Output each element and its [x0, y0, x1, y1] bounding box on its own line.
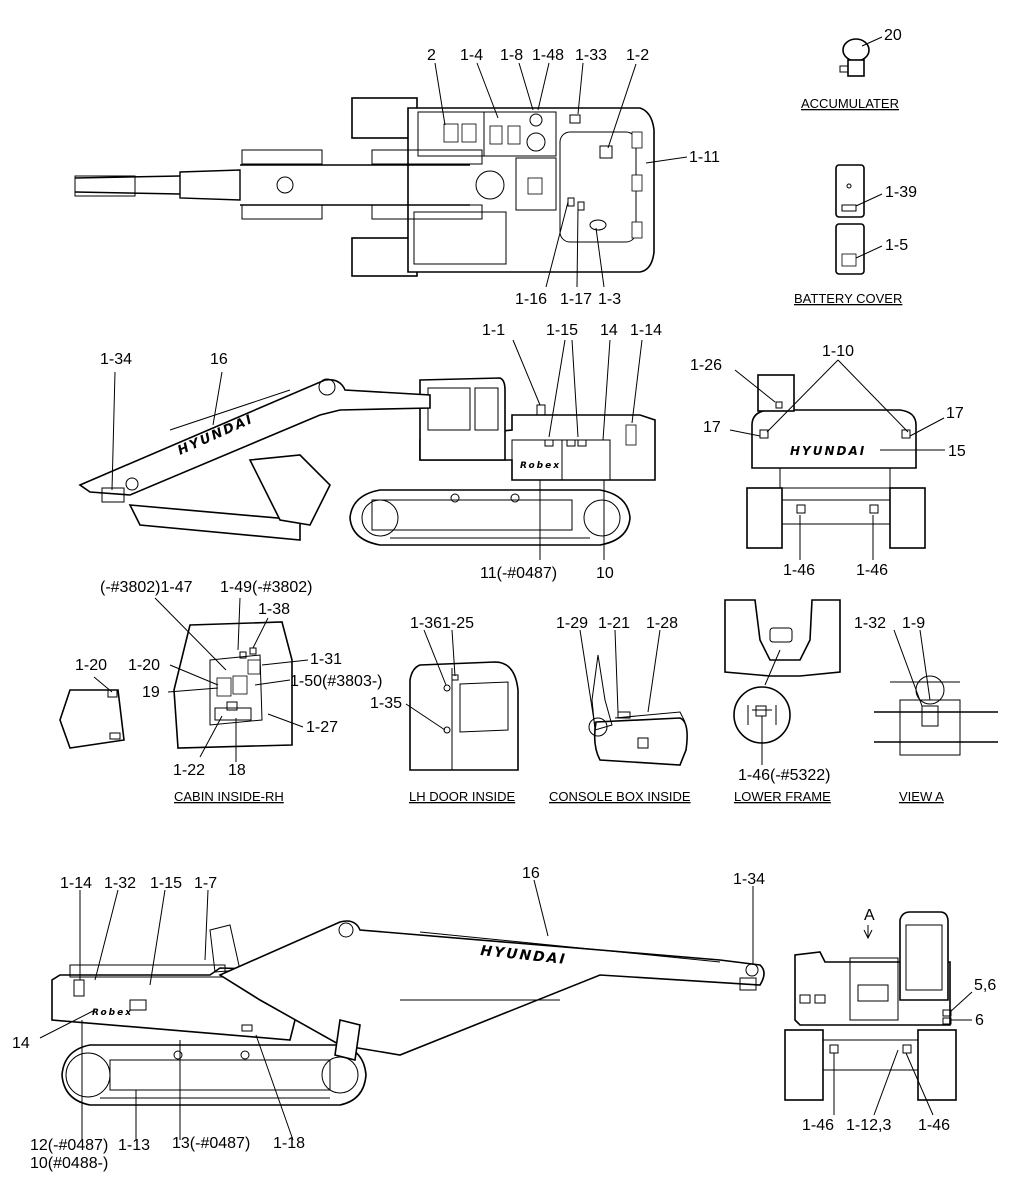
lower-label-1-46: 1-46(-#5322) [738, 767, 831, 784]
side-label-1-1: 1-1 [482, 322, 505, 339]
cabin-label-1-22: 1-22 [173, 762, 205, 779]
rear-label-17-left: 17 [703, 419, 721, 436]
battery-cover-drawing [835, 164, 883, 275]
side-model-decal: Robex [520, 461, 561, 471]
lh-door-drawing [405, 629, 519, 771]
top-label-6: 1-2 [626, 47, 649, 64]
bottom-label-1-13: 1-13 [118, 1137, 150, 1154]
caption-accumulater: ACCUMULATER [801, 96, 899, 111]
console-label-1-28: 1-28 [646, 615, 678, 632]
cabin-label-1-27: 1-27 [306, 719, 338, 736]
bottom-label-13: 13(-#0487) [172, 1135, 250, 1152]
console-box-drawing [579, 629, 688, 766]
caption-lh-door: LH DOOR INSIDE [409, 789, 516, 804]
bottom-label-16: 16 [522, 865, 540, 882]
side-label-16: 16 [210, 351, 228, 368]
side-label-11: 11(-#0487) [480, 565, 557, 582]
view-a-drawing [874, 629, 998, 756]
bottom-label-1-7: 1-7 [194, 875, 217, 892]
rear-brand: HYUNDAI [790, 444, 866, 458]
view-label-1-32: 1-32 [854, 615, 886, 632]
rear-label-17-right: 17 [946, 405, 964, 422]
front-label-1-12-3: 1-12,3 [846, 1117, 891, 1134]
caption-cabin-inside: CABIN INSIDE-RH [174, 789, 284, 804]
front-label-1-46-right: 1-46 [918, 1117, 950, 1134]
lower-frame-drawing [724, 599, 841, 765]
side-label-10: 10 [596, 565, 614, 582]
top-label-7: 1-11 [689, 149, 720, 166]
top-label-4: 1-48 [532, 47, 564, 64]
top-label-5: 1-33 [575, 47, 607, 64]
cabin-label-1-31: 1-31 [310, 651, 342, 668]
cabin-label-1-20: 1-20 [128, 657, 160, 674]
bottom-label-1-18: 1-18 [273, 1135, 305, 1152]
caption-console-box: CONSOLE BOX INSIDE [549, 789, 691, 804]
side-label-14: 14 [600, 322, 618, 339]
top-view-drawing [74, 62, 688, 288]
caption-battery-cover: BATTERY COVER [794, 291, 902, 306]
bottom-label-12: 12(-#0487) [30, 1137, 108, 1154]
rear-label-1-10: 1-10 [822, 343, 854, 360]
cabin-label-19: 19 [142, 684, 160, 701]
cabin-label-1-50: 1-50(#3803-) [290, 673, 383, 690]
view-label-1-9: 1-9 [902, 615, 925, 632]
cabin-label-1-47: (-#3802)1-47 [100, 579, 193, 596]
bottom-label-10: 10(#0488-) [30, 1155, 108, 1172]
top-label-2: 1-4 [460, 47, 483, 64]
rear-label-1-46-right: 1-46 [856, 562, 888, 579]
top-label-10: 1-3 [598, 291, 621, 308]
bottom-label-1-14: 1-14 [60, 875, 92, 892]
caption-view-a: VIEW A [899, 789, 944, 804]
top-label-3: 1-8 [500, 47, 523, 64]
accumulater-drawing [839, 36, 883, 77]
rear-view-drawing: HYUNDAI [729, 359, 945, 560]
front-label-6: 6 [975, 1012, 984, 1029]
bottom-label-1-15: 1-15 [150, 875, 182, 892]
front-label-1-46-left: 1-46 [802, 1117, 834, 1134]
caption-lower-frame: LOWER FRAME [734, 789, 831, 804]
rear-label-1-26: 1-26 [690, 357, 722, 374]
cabin-inside-drawing [59, 597, 309, 762]
console-label-1-21: 1-21 [598, 615, 630, 632]
front-label-a: A [864, 907, 875, 924]
door-label-1-25: 1-25 [442, 615, 474, 632]
front-view-drawing [784, 911, 973, 1116]
door-label-1-36: 1-36 [410, 615, 442, 632]
console-label-1-29: 1-29 [556, 615, 588, 632]
bottom-label-1-34: 1-34 [733, 871, 765, 888]
door-label-1-35: 1-35 [370, 695, 402, 712]
bottom-label-14: 14 [12, 1035, 30, 1052]
battery-label-1-5: 1-5 [885, 237, 908, 254]
rear-label-15: 15 [948, 443, 966, 460]
side-label-1-34: 1-34 [100, 351, 132, 368]
bottom-side-view-drawing: HYUNDAI Robex [39, 879, 765, 1141]
cabin-label-1-20-left: 1-20 [75, 657, 107, 674]
top-label-8: 1-16 [515, 291, 547, 308]
top-label-9: 1-17 [560, 291, 592, 308]
acc-label-20: 20 [884, 27, 902, 44]
bottom-label-1-32: 1-32 [104, 875, 136, 892]
cabin-label-18: 18 [228, 762, 246, 779]
rear-label-1-46-left: 1-46 [783, 562, 815, 579]
cabin-label-1-49: 1-49(-#3802) [220, 579, 313, 596]
front-label-5-6: 5,6 [974, 977, 996, 994]
top-label-1: 2 [427, 47, 436, 64]
side-view-drawing: HYUNDAI Robex [78, 339, 656, 560]
side-label-1-14: 1-14 [630, 322, 662, 339]
battery-label-1-39: 1-39 [885, 184, 917, 201]
cabin-label-1-38: 1-38 [258, 601, 290, 618]
bottom-model-decal: Robex [92, 1008, 133, 1018]
side-label-1-15: 1-15 [546, 322, 578, 339]
